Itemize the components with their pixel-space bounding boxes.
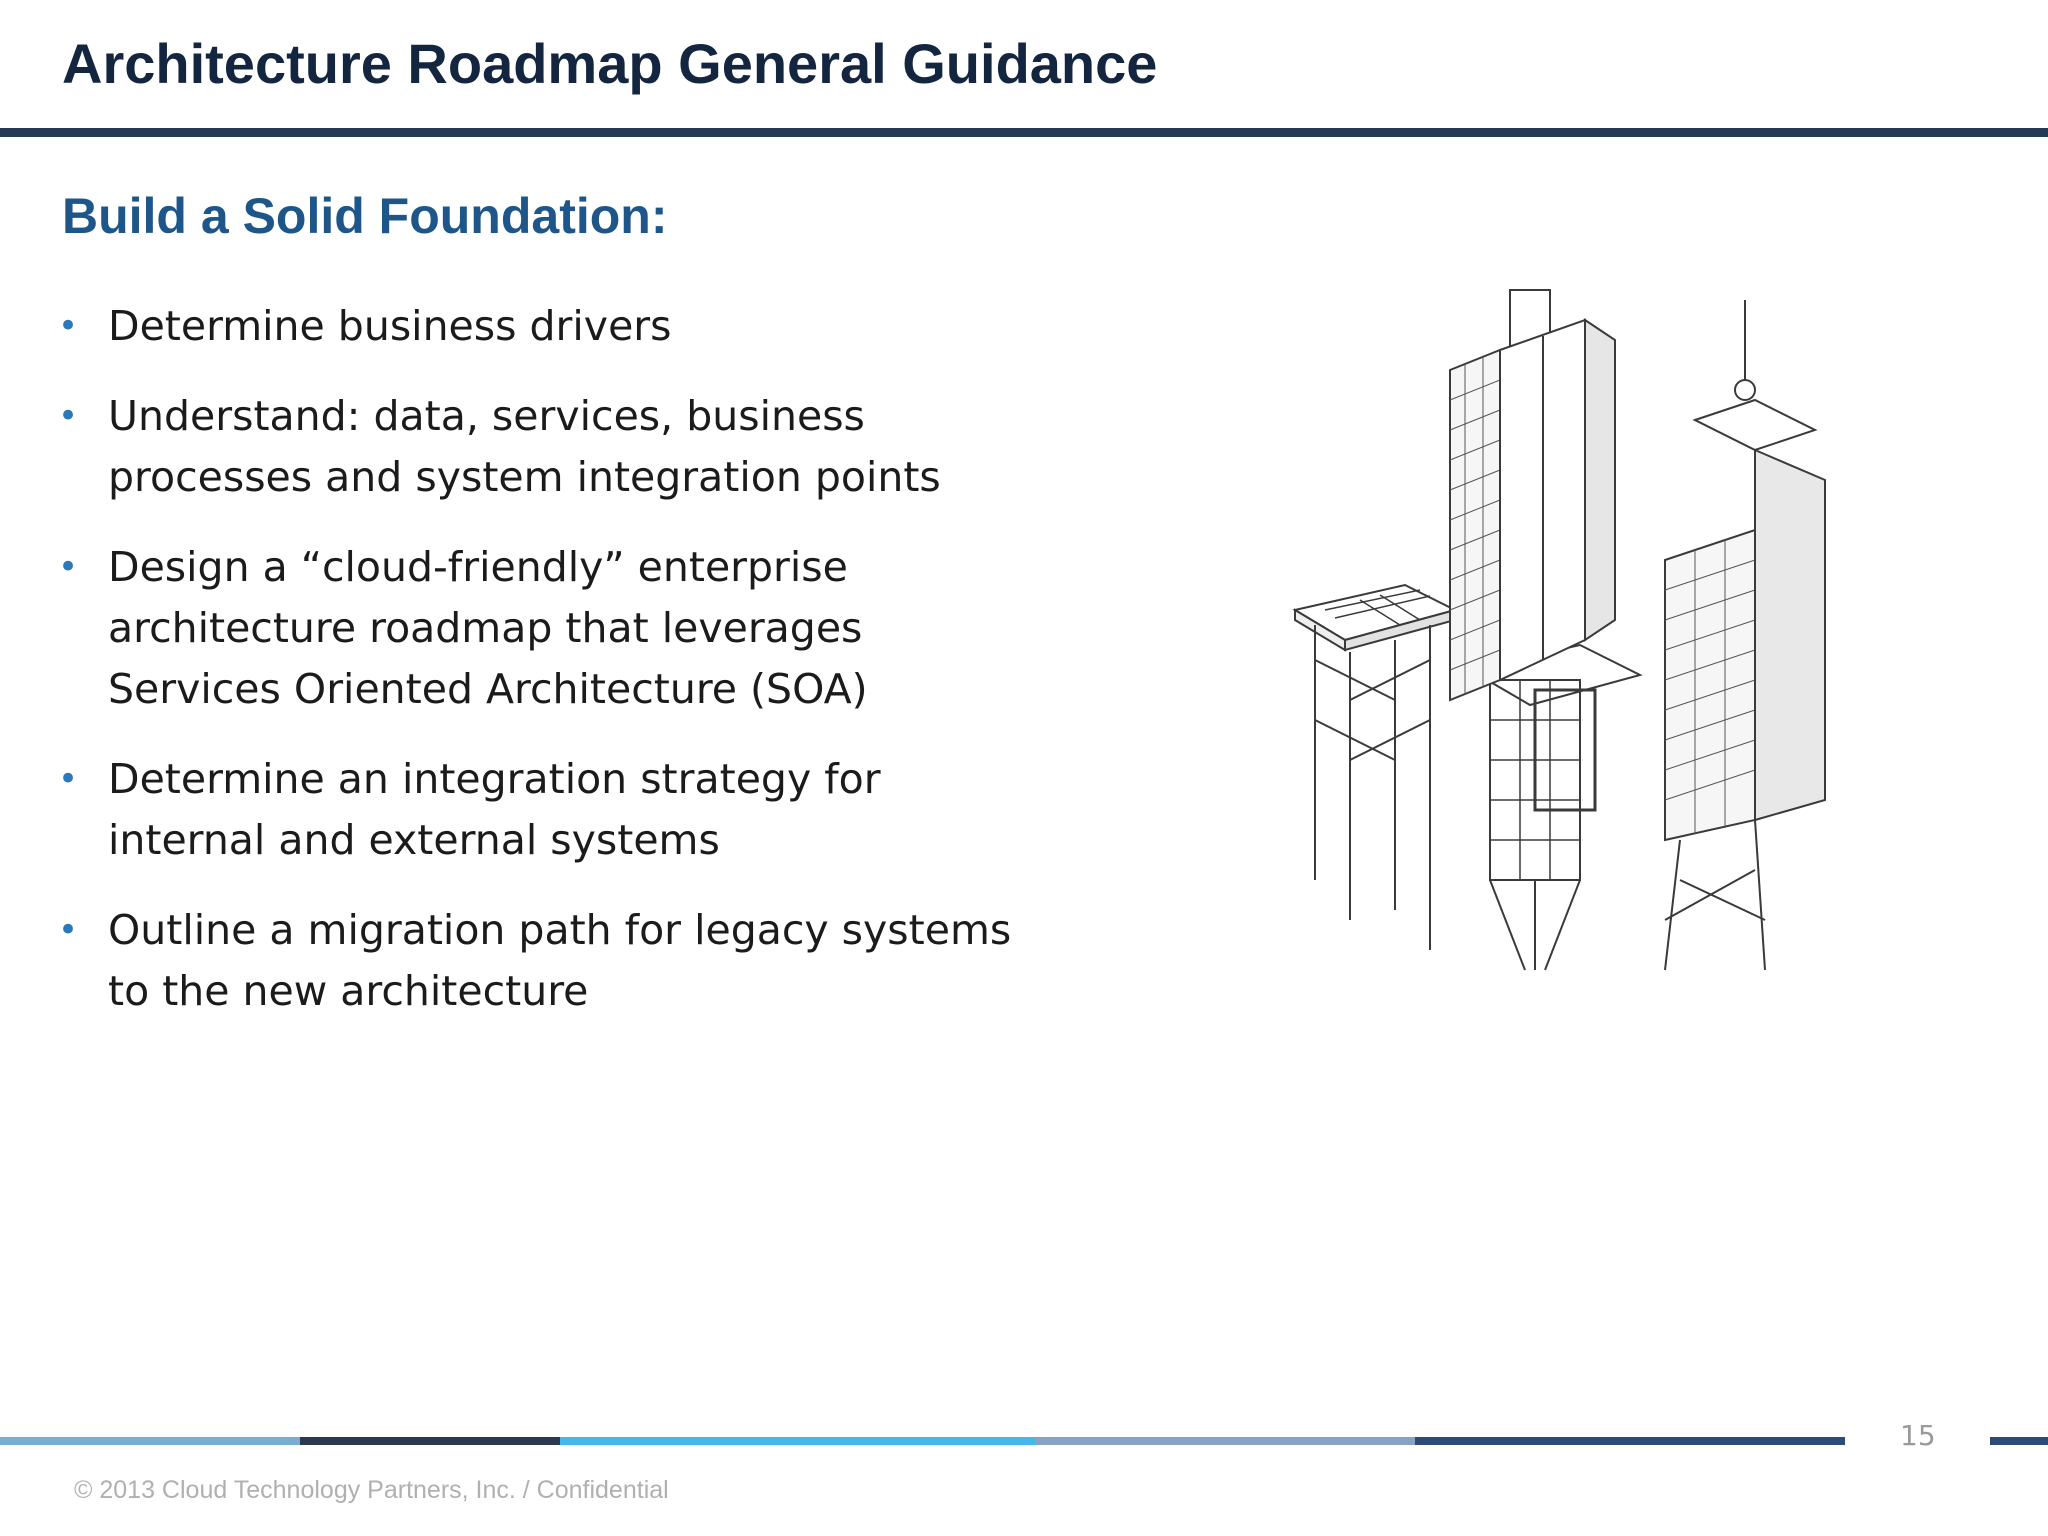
page-number: 15 <box>1900 1419 1936 1452</box>
bullet-item: • Determine business drivers <box>56 296 1016 357</box>
bullet-text: Determine an integration strategy for in… <box>108 755 881 864</box>
bullet-list: • Determine business drivers • Understand:… <box>56 296 1016 1051</box>
bullet-text: Design a “cloud-friendly” enterprise arc… <box>108 543 868 713</box>
bullet-icon: • <box>58 396 79 436</box>
bullet-icon: • <box>58 547 79 587</box>
footer-copyright: © 2013 Cloud Technology Partners, Inc. /… <box>74 1476 669 1504</box>
slide-title: Architecture Roadmap General Guidance <box>62 32 1158 95</box>
bullet-text: Understand: data, services, business pro… <box>108 392 941 501</box>
bullet-icon: • <box>58 759 79 799</box>
bullet-item: • Determine an integration strategy for i… <box>56 749 1016 871</box>
bullet-item: • Outline a migration path for legacy sys… <box>56 900 1016 1022</box>
footer-color-bar <box>0 1437 2048 1445</box>
bullet-item: • Understand: data, services, business pr… <box>56 386 1016 508</box>
title-divider <box>0 128 2048 137</box>
bullet-text: Determine business drivers <box>108 302 672 350</box>
bullet-item: • Design a “cloud-friendly” enterprise ar… <box>56 537 1016 720</box>
bullet-icon: • <box>58 910 79 950</box>
section-subtitle: Build a Solid Foundation: <box>62 188 668 244</box>
bullet-text: Outline a migration path for legacy syst… <box>108 906 1012 1015</box>
building-structure-sketch-icon <box>1292 289 1826 971</box>
bullet-icon: • <box>58 306 79 346</box>
